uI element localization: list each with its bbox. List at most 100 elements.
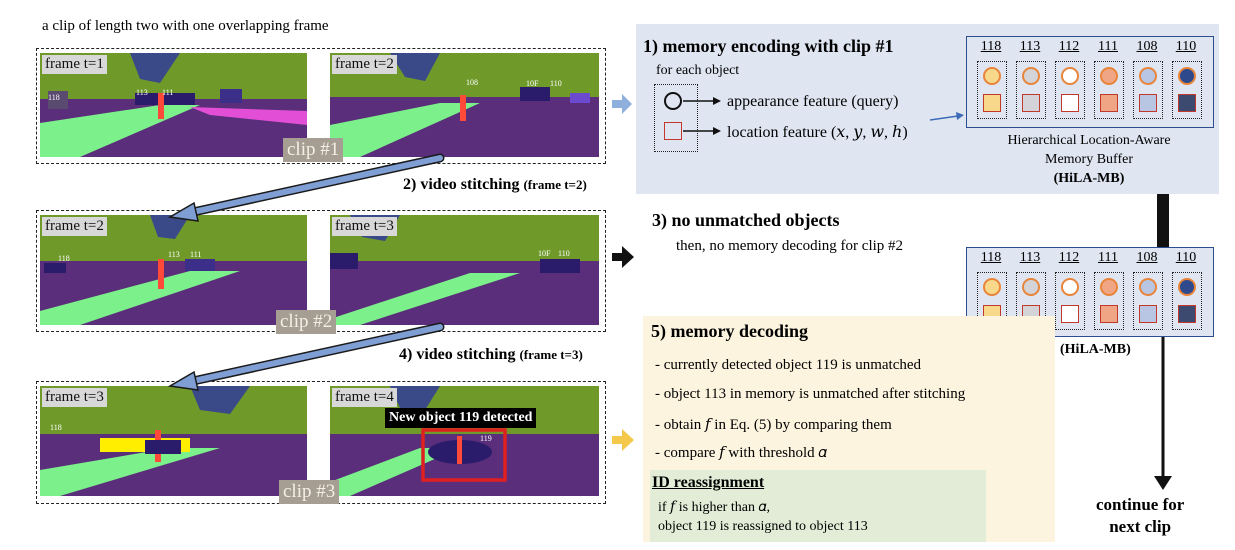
memory-slot-box <box>1094 272 1124 330</box>
memory-slot-id: 111 <box>1098 39 1118 54</box>
svg-text:110: 110 <box>550 79 562 88</box>
frame-label: frame t=2 <box>332 55 397 74</box>
frame-label: frame t=1 <box>42 55 107 74</box>
stitch-arrow-1 <box>179 153 445 219</box>
location-square-icon <box>1061 94 1079 112</box>
appearance-circle-icon <box>1139 67 1157 85</box>
appearance-circle-icon <box>1100 67 1118 85</box>
memory-buffer-name: Hierarchical Location-Aware Memory Buffe… <box>1007 133 1171 186</box>
memory-slot-108: 108 <box>1131 250 1163 330</box>
memory-slot-118: 118 <box>975 250 1007 330</box>
svg-text:113: 113 <box>136 88 148 97</box>
memory-slot-box <box>1094 61 1124 119</box>
memory-slot-id: 108 <box>1136 250 1158 265</box>
location-square-icon <box>983 94 1001 112</box>
block-arrow-black <box>612 246 634 268</box>
reassign-line: if 𝑓 is higher than 𝛼, <box>658 500 771 515</box>
memory-slot-id: 110 <box>1175 39 1197 54</box>
memory-slot-112: 112 <box>1053 39 1085 119</box>
step3-title: 3) no unmatched objects <box>652 210 840 230</box>
memory-slot-110: 110 <box>1170 39 1202 119</box>
svg-text:119: 119 <box>480 434 492 443</box>
appearance-circle-icon <box>1061 278 1079 296</box>
memory-slot-id: 110 <box>1175 250 1197 265</box>
location-square-icon <box>1100 305 1118 323</box>
clip-1-frame-left: 118 113 111 frame t=1 <box>40 53 307 157</box>
appearance-circle-icon <box>1178 67 1196 85</box>
frame-label: frame t=4 <box>332 388 397 407</box>
reassign-line: object 119 is reassigned to object 113 <box>658 519 868 534</box>
clip-label: clip #1 <box>283 138 344 162</box>
svg-text:113: 113 <box>168 250 180 259</box>
svg-text:108: 108 <box>466 78 478 87</box>
location-square-icon <box>664 122 682 140</box>
svg-text:10F: 10F <box>538 249 551 258</box>
block-arrow-blue <box>612 94 632 114</box>
appearance-circle-icon <box>1139 278 1157 296</box>
memory-slot-box <box>1172 272 1202 330</box>
location-square-icon <box>1100 94 1118 112</box>
feature-legend-box <box>654 84 698 152</box>
memory-slot-id: 113 <box>1019 250 1041 265</box>
clip-1-frame-right: 10F 110 108 frame t=2 <box>330 53 599 157</box>
new-object-banner: New object 119 detected <box>385 408 537 428</box>
memory-slot-id: 112 <box>1058 250 1080 265</box>
frame-label: frame t=3 <box>42 388 107 407</box>
step3-sub: then, no memory decoding for clip #2 <box>676 238 904 254</box>
svg-text:118: 118 <box>50 423 62 432</box>
encode-arrow <box>930 112 964 121</box>
reassign-title: ID reassignment <box>652 474 765 491</box>
location-square-icon <box>1139 305 1157 323</box>
memory-slot-id: 112 <box>1058 39 1080 54</box>
memory-slot-box <box>977 61 1007 119</box>
decoding-bullet: - compare 𝑓 with threshold 𝛼 <box>655 445 828 461</box>
memory-slot-111: 111 <box>1092 250 1124 330</box>
memory-slot-110: 110 <box>1170 250 1202 330</box>
top-caption: a clip of length two with one overlappin… <box>42 18 329 34</box>
stitch-label-1: 2) video stitching (frame t=2) <box>403 176 587 193</box>
location-square-icon <box>1139 94 1157 112</box>
memory-slot-id: 108 <box>1136 39 1158 54</box>
for-each-object: for each object <box>656 63 740 78</box>
location-square-icon <box>1178 94 1196 112</box>
memory-slot-108: 108 <box>1131 39 1163 119</box>
frame-label: frame t=3 <box>332 217 397 236</box>
memory-slot-box <box>1055 61 1085 119</box>
decoding-bullet: - currently detected object 119 is unmat… <box>655 357 922 373</box>
svg-text:10F: 10F <box>526 79 539 88</box>
memory-slot-box <box>1055 272 1085 330</box>
location-square-icon <box>1061 305 1079 323</box>
svg-text:111: 111 <box>162 88 173 97</box>
clip-2-frame-right: 10F 110 frame t=3 <box>330 215 599 325</box>
memory-slot-113: 113 <box>1014 250 1046 330</box>
frame-label: frame t=2 <box>42 217 107 236</box>
svg-text:111: 111 <box>190 250 201 259</box>
block-arrow-yellow <box>612 429 634 451</box>
step5-title: 5) memory decoding <box>651 321 808 341</box>
svg-text:110: 110 <box>558 249 570 258</box>
continue-label: continue for next clip <box>1096 495 1185 536</box>
appearance-circle-icon <box>983 278 1001 296</box>
appearance-circle-icon <box>983 67 1001 85</box>
memory-slot-111: 111 <box>1092 39 1124 119</box>
decoding-bullet: - object 113 in memory is unmatched afte… <box>655 386 966 402</box>
location-square-icon <box>1178 305 1196 323</box>
memory-slot-112: 112 <box>1053 250 1085 330</box>
appearance-circle-icon <box>1178 278 1196 296</box>
appearance-circle-icon <box>1100 278 1118 296</box>
appearance-circle-icon <box>1022 67 1040 85</box>
svg-text:118: 118 <box>58 254 70 263</box>
stitch-label-2: 4) video stitching (frame t=3) <box>399 346 583 363</box>
decoding-bullet: - obtain 𝑓 in Eq. (5) by comparing them <box>655 417 892 433</box>
memory-slot-box <box>1016 61 1046 119</box>
appearance-circle-icon <box>664 92 682 110</box>
memory-slot-box <box>1172 61 1202 119</box>
memory-slot-box <box>1133 272 1163 330</box>
id-reassignment-panel <box>650 470 986 542</box>
location-feature-text: location feature (𝑥, 𝑦, 𝑤, ℎ) <box>727 124 908 141</box>
memory-slot-id: 118 <box>980 39 1002 54</box>
feature-arrows <box>683 97 721 135</box>
clip-label: clip #3 <box>279 480 340 504</box>
street-scene-image: 10F 110 108 <box>330 53 599 157</box>
